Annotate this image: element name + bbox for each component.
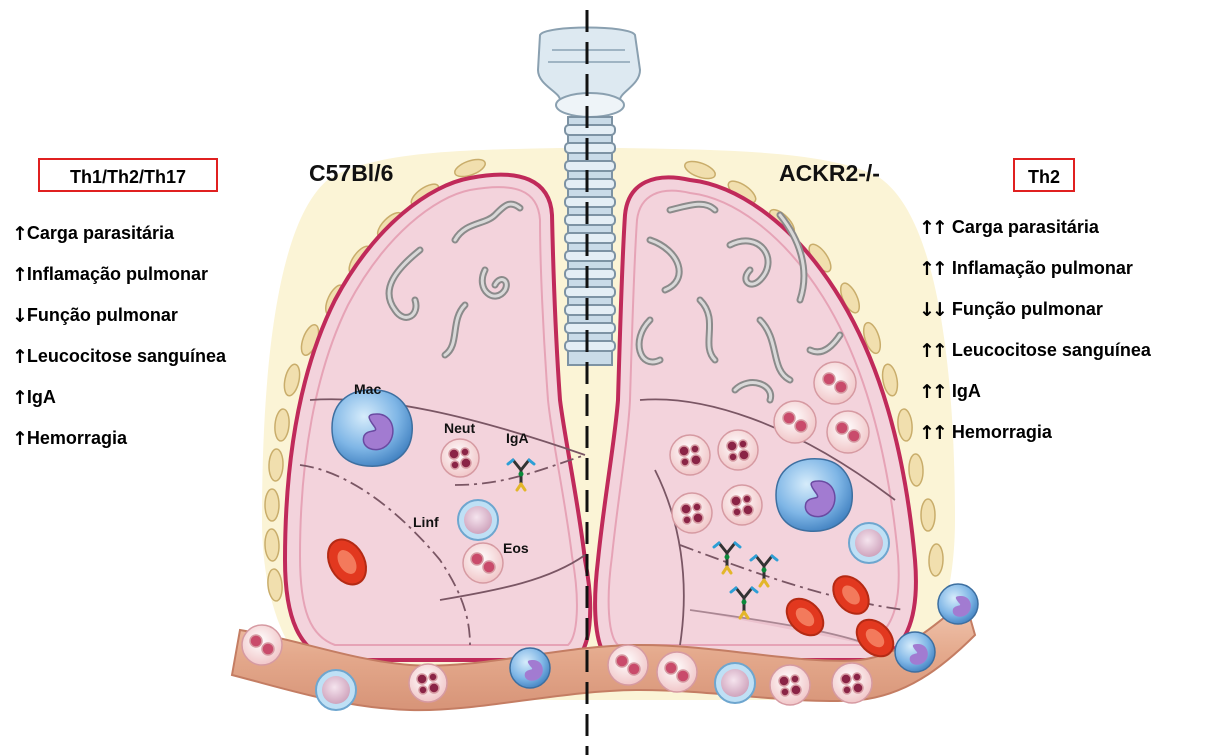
left-effect-funcao-text: Função pulmonar <box>27 305 178 326</box>
arrow-up-icon: ↑ <box>12 387 25 409</box>
left-effect-inflamacao: ↑Inflamação pulmonar <box>12 254 226 295</box>
right-effect-inflamacao-text: Inflamação pulmonar <box>952 258 1133 279</box>
left-effect-carga: ↑Carga parasitária <box>12 213 226 254</box>
double-arrow-up-icon: ↑↑ <box>919 422 945 444</box>
arrow-up-icon: ↑ <box>12 223 25 245</box>
left-th-label: Th1/Th2/Th17 <box>38 158 218 192</box>
mac-label: Mac <box>354 381 381 397</box>
right-effect-hemorragia-text: Hemorragia <box>952 422 1052 443</box>
double-arrow-up-icon: ↑↑ <box>919 381 945 403</box>
left-effect-hemorragia-text: Hemorragia <box>27 428 127 449</box>
arrow-up-icon: ↑ <box>12 428 25 450</box>
right-strain-label: ACKR2-/- <box>779 160 880 187</box>
right-effect-leucocitose: ↑↑ Leucocitose sanguínea <box>919 330 1151 371</box>
right-effect-leucocitose-text: Leucocitose sanguínea <box>952 340 1151 361</box>
right-effect-carga: ↑↑ Carga parasitária <box>919 207 1151 248</box>
left-strain-label: C57Bl/6 <box>309 160 393 187</box>
iga-label: IgA <box>506 430 529 446</box>
left-effect-hemorragia: ↑Hemorragia <box>12 418 226 459</box>
arrow-up-icon: ↑ <box>12 264 25 286</box>
right-effect-funcao-text: Função pulmonar <box>952 299 1103 320</box>
left-effect-funcao: ↓Função pulmonar <box>12 295 226 336</box>
left-effect-leucocitose: ↑Leucocitose sanguínea <box>12 336 226 377</box>
right-effect-funcao: ↓↓ Função pulmonar <box>919 289 1151 330</box>
linf-label: Linf <box>413 514 439 530</box>
left-effects-list: ↑Carga parasitária ↑Inflamação pulmonar … <box>12 213 226 459</box>
arrow-up-icon: ↑ <box>12 346 25 368</box>
neut-label: Neut <box>444 420 475 436</box>
double-arrow-down-icon: ↓↓ <box>919 299 945 321</box>
right-effect-iga: ↑↑ IgA <box>919 371 1151 412</box>
eos-label: Eos <box>503 540 529 556</box>
double-arrow-up-icon: ↑↑ <box>919 340 945 362</box>
right-effect-hemorragia: ↑↑ Hemorragia <box>919 412 1151 453</box>
right-effects-list: ↑↑ Carga parasitária ↑↑ Inflamação pulmona… <box>919 207 1151 453</box>
left-effect-leucocitose-text: Leucocitose sanguínea <box>27 346 226 367</box>
arrow-down-icon: ↓ <box>12 305 25 327</box>
right-th-label: Th2 <box>1013 158 1075 192</box>
left-effect-iga-text: IgA <box>27 387 56 408</box>
left-effect-inflamacao-text: Inflamação pulmonar <box>27 264 208 285</box>
right-effect-iga-text: IgA <box>952 381 981 402</box>
right-effect-carga-text: Carga parasitária <box>952 217 1099 238</box>
right-effect-inflamacao: ↑↑ Inflamação pulmonar <box>919 248 1151 289</box>
double-arrow-up-icon: ↑↑ <box>919 258 945 280</box>
double-arrow-up-icon: ↑↑ <box>919 217 945 239</box>
left-effect-iga: ↑IgA <box>12 377 226 418</box>
left-effect-carga-text: Carga parasitária <box>27 223 174 244</box>
